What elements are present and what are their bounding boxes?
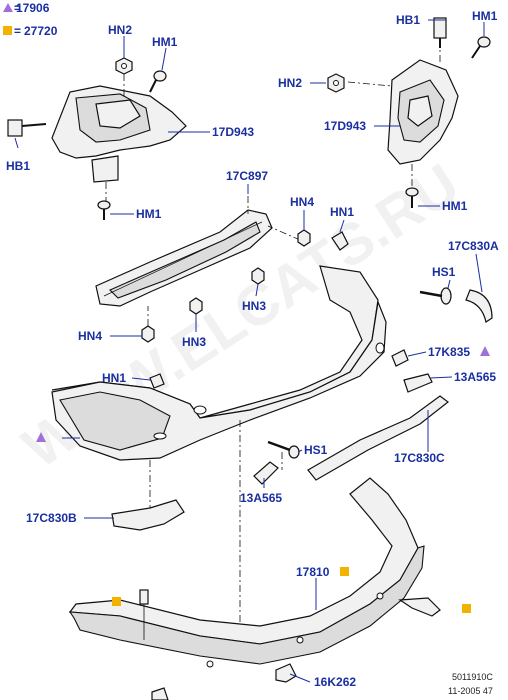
label-hn1-mid: HN1: [102, 371, 126, 385]
part-13a565-left: [253, 461, 279, 485]
legend-triangle-code: 17906: [16, 1, 50, 15]
hn3-clip-right: [251, 267, 265, 285]
hn4-nut-left: [141, 306, 155, 343]
label-16k262: 16K262: [314, 675, 356, 689]
label-17k835: 17K835: [428, 345, 470, 359]
legend-eq-2: =: [14, 24, 21, 38]
hm1-screw-left-top: [149, 70, 167, 93]
hm1-screw-left-bottom: [97, 200, 111, 220]
label-hb1-left: HB1: [6, 159, 30, 173]
triangle-marker-cover: [36, 432, 46, 442]
hn2-nut-left: [115, 57, 133, 96]
legend-square-code: 27720: [24, 24, 58, 38]
label-hn2-right: HN2: [278, 76, 302, 90]
label-hm1-right-bottom: HM1: [442, 199, 468, 213]
label-13a565-left: 13A565: [240, 491, 282, 505]
part-13a565-right: [403, 373, 433, 393]
hb1-clip-right: [433, 17, 447, 48]
label-17c897: 17C897: [226, 169, 268, 183]
strip-17c830c: [307, 395, 449, 481]
label-hs1-mid: HS1: [304, 443, 328, 457]
lower-right-bracket: [398, 597, 441, 617]
square-marker-17810: [340, 567, 349, 576]
footer-code: 5011910C: [452, 672, 493, 682]
legend-square-icon: [3, 26, 12, 35]
label-hn3-right: HN3: [242, 299, 266, 313]
label-hm1-left-top: HM1: [152, 35, 178, 49]
label-13a565-right: 13A565: [454, 370, 496, 384]
hm1-screw-right-bottom: [405, 187, 419, 208]
label-17d943-left: 17D943: [212, 125, 254, 139]
hn3-clip-left: [189, 297, 203, 315]
square-marker-right-bracket: [462, 604, 471, 613]
triangle-marker-17k835: [480, 346, 490, 356]
part-17k835: [391, 349, 409, 367]
strip-17c830b: [111, 499, 185, 531]
lower-left-clip: [139, 589, 149, 640]
hb1-bolt-left: [7, 119, 47, 137]
label-17d943-right: 17D943: [324, 119, 366, 133]
hs1-screw-mid: [267, 440, 300, 459]
part-16k262: [151, 663, 297, 700]
label-hn1-top: HN1: [330, 205, 354, 219]
hn1-clip-top: [331, 231, 349, 251]
footer-date: 11-2005 47: [448, 686, 493, 696]
lower-skirt-17810: [68, 477, 425, 668]
label-hn2-left: HN2: [108, 23, 132, 37]
label-17810: 17810: [296, 565, 330, 579]
hn4-nut-top: [297, 229, 311, 247]
label-17c830b: 17C830B: [26, 511, 77, 525]
label-17c830a: 17C830A: [448, 239, 499, 253]
label-17c830c: 17C830C: [394, 451, 445, 465]
impact-beam-17c897: [95, 196, 301, 307]
left-bracket-17d943: [51, 85, 187, 205]
hn2-nut-right: [327, 73, 345, 93]
square-marker-left-clip: [112, 597, 121, 606]
label-hm1-right-top: HM1: [472, 9, 498, 23]
hn1-clip-mid: [149, 373, 165, 389]
label-hm1-left-bottom: HM1: [136, 207, 162, 221]
bumper-cover: [51, 265, 387, 660]
label-hn4-left: HN4: [78, 329, 102, 343]
clip-17c830a: [465, 289, 493, 323]
label-hn4-top: HN4: [290, 195, 314, 209]
legend-eq-1: =: [14, 1, 21, 15]
hs1-screw-top: [419, 287, 452, 305]
label-hs1-top: HS1: [432, 265, 456, 279]
right-bracket-17d943: [347, 40, 459, 188]
label-hn3-left: HN3: [182, 335, 206, 349]
hm1-screw-right-top: [471, 36, 491, 59]
legend-triangle-icon: [3, 3, 13, 12]
leader-lines: [14, 19, 485, 683]
label-hb1-right: HB1: [396, 13, 420, 27]
